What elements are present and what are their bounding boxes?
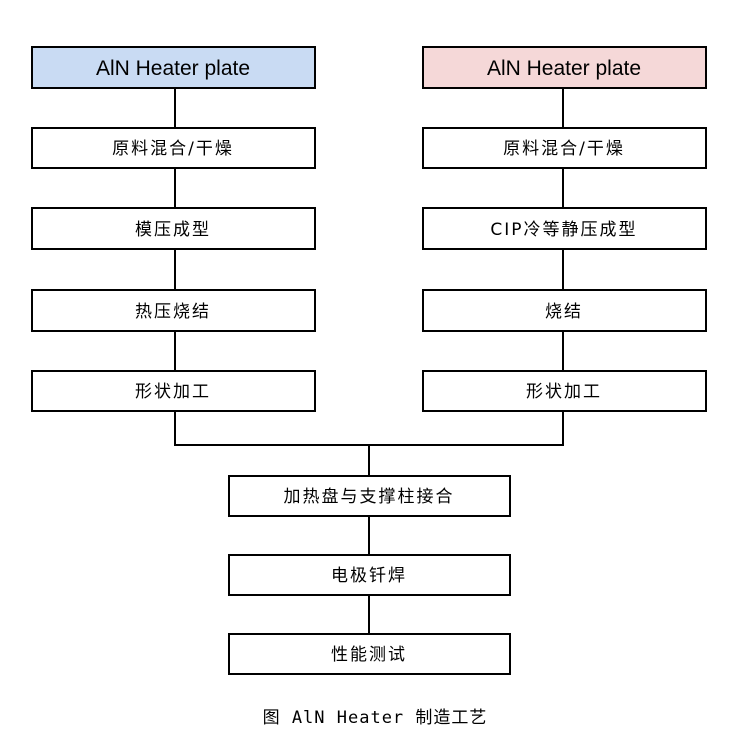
merge-column: 加热盘与支撑柱接合 电极钎焊 性能测试 <box>228 475 511 675</box>
right-column: AlN Heater plate 原料混合/干燥 CIP冷等静压成型 烧结 形状… <box>422 46 707 412</box>
right-step-label-4: 形状加工 <box>526 382 602 402</box>
right-header-label: AlN Heater plate <box>487 57 641 80</box>
left-step-label-1: 原料混合/干燥 <box>112 139 234 159</box>
right-step-box-3 <box>422 289 707 332</box>
left-step-label-3: 热压烧结 <box>135 302 211 322</box>
left-header-label: AlN Heater plate <box>96 57 250 80</box>
right-step-box-4 <box>422 370 707 412</box>
right-step-label-3: 烧结 <box>545 302 583 322</box>
right-step-box-1 <box>422 127 707 169</box>
merge-step-box-1 <box>228 475 511 517</box>
left-step-box-3 <box>31 289 316 332</box>
right-step-label-1: 原料混合/干燥 <box>503 139 625 159</box>
merge-step-box-3 <box>228 633 511 675</box>
left-step-box-1 <box>31 127 316 169</box>
left-column: AlN Heater plate 原料混合/干燥 模压成型 热压烧结 形状加工 <box>31 46 316 412</box>
left-header-box <box>31 46 316 89</box>
figure-caption: 图 AlN Heater 制造工艺 <box>263 708 488 728</box>
connectors <box>174 88 564 634</box>
left-step-label-2: 模压成型 <box>135 220 211 240</box>
merge-step-box-2 <box>228 554 511 596</box>
merge-step-label-3: 性能测试 <box>331 645 407 665</box>
left-step-box-2 <box>31 207 316 250</box>
right-step-label-2: CIP冷等静压成型 <box>490 220 637 240</box>
merge-step-label-1: 加热盘与支撑柱接合 <box>284 487 455 507</box>
merge-step-label-2: 电极钎焊 <box>331 566 407 586</box>
left-step-label-4: 形状加工 <box>135 382 211 402</box>
right-step-box-2 <box>422 207 707 250</box>
right-header-box <box>422 46 707 89</box>
left-step-box-4 <box>31 370 316 412</box>
